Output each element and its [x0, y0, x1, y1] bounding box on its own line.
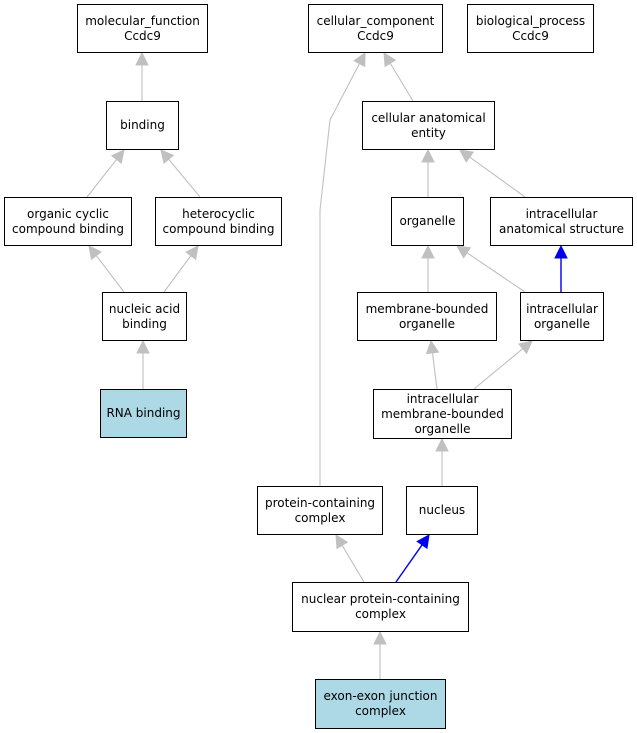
- node-label: binding: [120, 118, 165, 132]
- node-label: intracellular organelle: [526, 301, 598, 331]
- edge-binding-to-mf: [135, 51, 149, 101]
- edge-arrowhead: [160, 149, 175, 164]
- node-label: cellular anatomical entity: [371, 110, 486, 140]
- node-label: RNA binding: [106, 406, 181, 420]
- edge-organelle-to-cae: [421, 148, 435, 197]
- edge-ocb-to-binding: [86, 149, 125, 198]
- node-label: nucleus: [418, 503, 466, 517]
- edge-hcb-to-binding: [160, 149, 201, 198]
- edge-imbo-to-io: [473, 340, 533, 390]
- node-nuclear-protein-containing-complex[interactable]: nuclear protein-containing complex: [292, 582, 469, 632]
- edge-line: [319, 63, 360, 486]
- node-cellular-component[interactable]: cellular_component Ccdc9: [308, 4, 443, 53]
- node-label: organelle: [399, 214, 456, 228]
- node-nucleus[interactable]: nucleus: [406, 486, 478, 535]
- edge-arrowhead: [421, 148, 435, 163]
- edge-line: [168, 158, 201, 198]
- node-label: protein-containing complex: [264, 495, 376, 525]
- edge-arrowhead: [435, 437, 449, 452]
- edge-nucleus-to-imbo: [435, 437, 449, 486]
- edge-line: [86, 159, 118, 198]
- node-nucleic-acid-binding[interactable]: nucleic acid binding: [102, 292, 187, 341]
- edge-arrowhead: [136, 339, 150, 354]
- edge-nab-to-hcb: [163, 245, 199, 293]
- edge-line: [469, 156, 526, 198]
- edge-line: [395, 544, 423, 583]
- edge-arrowhead: [554, 244, 568, 259]
- edge-arrowhead: [335, 534, 349, 550]
- node-intracellular-membrane-bounded-organelle[interactable]: intracellular membrane-bounded organelle: [373, 389, 512, 439]
- edge-arrowhead: [373, 630, 387, 645]
- node-label: nucleic acid binding: [108, 301, 181, 331]
- edge-arrowhead: [459, 149, 475, 163]
- edge-arrowhead: [88, 245, 102, 261]
- node-protein-containing-complex[interactable]: protein-containing complex: [257, 486, 383, 535]
- node-label: nuclear protein-containing complex: [301, 592, 460, 621]
- edge-line: [431, 352, 438, 390]
- edge-io-to-ias: [554, 244, 568, 292]
- node-label: organic cyclic compound binding: [12, 206, 124, 236]
- edge-arrowhead: [421, 244, 435, 259]
- node-biological-process[interactable]: biological_process Ccdc9: [467, 4, 594, 53]
- edge-imbo-to-mbo: [425, 339, 440, 390]
- edge-rna-to-nab: [136, 339, 150, 389]
- edge-line: [473, 348, 524, 390]
- edge-line: [389, 62, 414, 102]
- node-label: intracellular anatomical structure: [499, 206, 624, 236]
- node-label: membrane-bounded organelle: [365, 301, 489, 331]
- edge-eejc-to-npcc: [373, 630, 387, 679]
- edge-ias-to-cae: [459, 149, 526, 198]
- edge-arrowhead: [110, 149, 125, 165]
- node-label: cellular_component Ccdc9: [316, 13, 435, 43]
- edge-arrowhead: [185, 245, 199, 261]
- node-membrane-bounded-organelle[interactable]: membrane-bounded organelle: [357, 292, 497, 341]
- node-organelle[interactable]: organelle: [391, 197, 464, 246]
- edge-npcc-to-pcc: [335, 534, 365, 583]
- node-label: exon-exon junction complex: [323, 689, 438, 718]
- node-exon-exon-junction-complex[interactable]: exon-exon junction complex: [315, 679, 446, 729]
- edge-arrowhead: [383, 52, 397, 68]
- edge-arrowhead: [353, 52, 366, 68]
- edge-nab-to-ocb: [88, 245, 125, 293]
- edge-npcc-to-nucleus: [395, 534, 430, 583]
- node-intracellular-anatomical-structure[interactable]: intracellular anatomical structure: [490, 197, 633, 246]
- edge-line: [95, 255, 125, 293]
- edge-arrowhead: [425, 339, 440, 355]
- edge-arrowhead: [416, 534, 430, 550]
- node-label: intracellular membrane-bounded organelle: [381, 391, 504, 436]
- node-label: molecular_function Ccdc9: [85, 13, 200, 43]
- node-label: biological_process Ccdc9: [475, 13, 586, 43]
- node-heterocyclic-compound-binding[interactable]: heterocyclic compound binding: [155, 197, 282, 246]
- edge-line: [163, 255, 192, 293]
- node-binding[interactable]: binding: [106, 101, 179, 150]
- edge-line: [341, 545, 365, 583]
- edge-io-to-organelle: [456, 245, 526, 293]
- node-organic-cyclic-compound-binding[interactable]: organic cyclic compound binding: [4, 197, 132, 246]
- edge-line: [466, 252, 526, 293]
- edge-cae-to-cc: [383, 52, 414, 102]
- edge-arrowhead: [135, 51, 149, 66]
- node-label: heterocyclic compound binding: [162, 206, 275, 236]
- edge-mbo-to-organelle: [421, 244, 435, 292]
- node-intracellular-organelle[interactable]: intracellular organelle: [520, 292, 604, 341]
- edge-arrowhead: [518, 340, 533, 355]
- edge-arrowhead: [456, 245, 472, 259]
- node-rna-binding[interactable]: RNA binding: [100, 389, 187, 438]
- node-cellular-anatomical-entity[interactable]: cellular anatomical entity: [362, 101, 495, 150]
- edge-pcc-to-cc: [319, 52, 366, 486]
- node-molecular-function[interactable]: molecular_function Ccdc9: [77, 4, 208, 53]
